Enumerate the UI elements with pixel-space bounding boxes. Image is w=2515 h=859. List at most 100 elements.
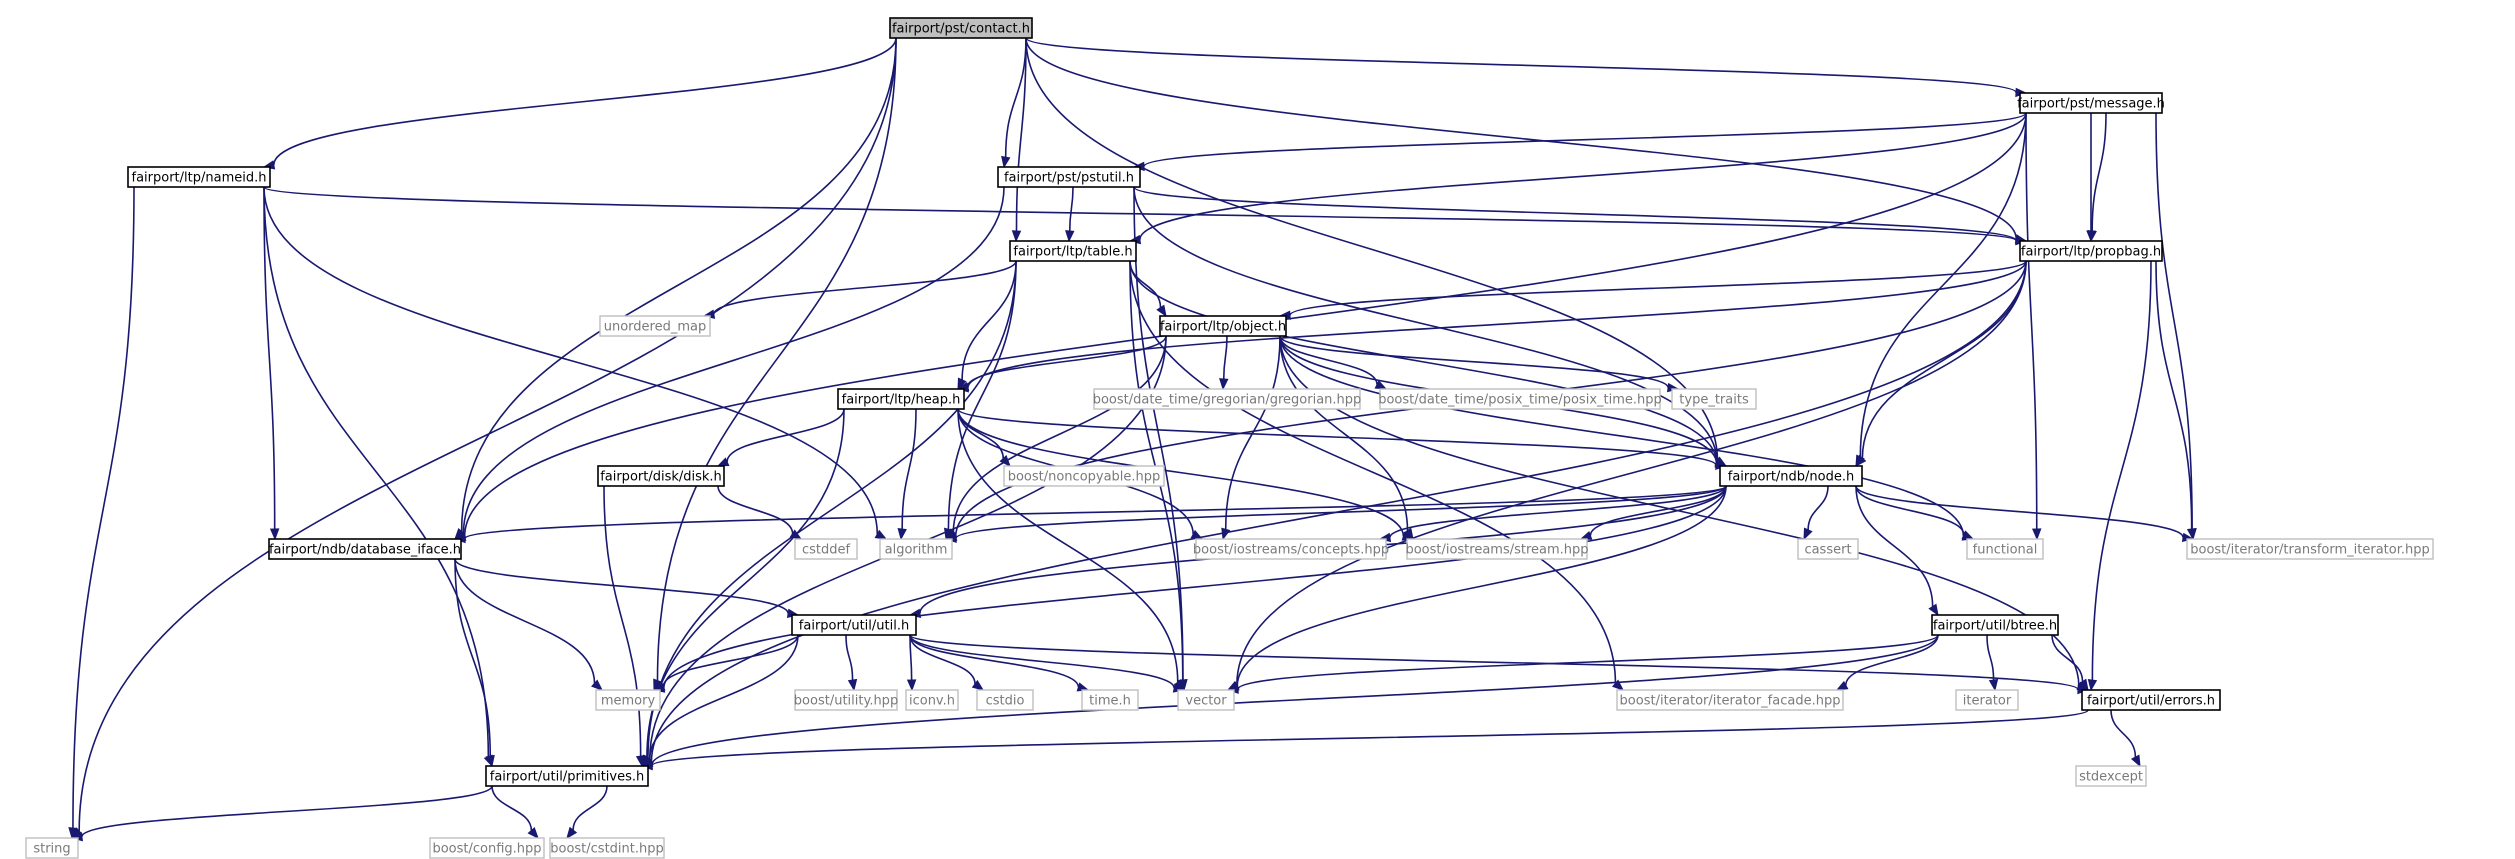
node-box [1406, 538, 1588, 560]
node-memory: memory [595, 689, 661, 711]
edge-arrowhead [874, 529, 888, 540]
edge-arrowhead [591, 679, 604, 691]
node-label: memory [601, 694, 656, 709]
edge-line [1237, 634, 1939, 690]
edge-node-to-transform-iterator [1855, 485, 2195, 543]
edge-line [272, 37, 897, 166]
edge-line [1129, 260, 1617, 684]
edge-btree-to-iterator-facade [1835, 634, 1939, 691]
node-label: fairport/ltp/heap.h [842, 393, 961, 408]
edge-arrowhead [269, 528, 280, 541]
edge-propbag-to-heap [956, 260, 2027, 393]
edge-line [651, 634, 1939, 766]
node-box [127, 166, 271, 188]
node-box [1093, 388, 1361, 410]
edge-line [78, 37, 897, 832]
edge-line [1025, 37, 1719, 461]
edge-line [1236, 260, 2027, 686]
node-label: string [33, 842, 70, 857]
node-primitives[interactable]: fairport/util/primitives.h [485, 765, 649, 787]
edge-nameid-to-propbag [263, 186, 2028, 246]
edge-message-to-propbag [2086, 113, 2096, 243]
edge-line [955, 485, 1727, 540]
edge-line [2091, 260, 2152, 681]
node-propbag[interactable]: fairport/ltp/propbag.h [2019, 240, 2163, 262]
edge-line [1133, 186, 2017, 242]
node-posix-time: boost/date_time/posix_time/posix_time.hp… [1378, 388, 1662, 410]
node-box [1081, 689, 1139, 711]
node-box [268, 538, 462, 560]
edge-line [957, 408, 1179, 683]
edge-node-to-algorithm [944, 485, 1727, 544]
edge-arrowhead [906, 679, 917, 692]
node-label: boost/noncopyable.hpp [1008, 470, 1161, 485]
edge-util-to-memory [652, 634, 799, 691]
edge-nameid-to-string [68, 186, 135, 840]
edge-line [1068, 186, 1074, 232]
node-disk[interactable]: fairport/disk/disk.h [597, 465, 725, 487]
node-database-iface[interactable]: fairport/ndb/database_iface.h [268, 538, 462, 560]
node-object[interactable]: fairport/ltp/object.h [1159, 315, 1287, 337]
node-btree[interactable]: fairport/util/btree.h [1931, 614, 2059, 636]
edge-arrowhead [2186, 527, 2197, 541]
edge-contact-to-message [1025, 37, 2028, 98]
edge-line [901, 408, 917, 530]
edge-line [1133, 186, 1184, 681]
edge-line [572, 785, 608, 831]
edge-heap-to-stream [957, 408, 1415, 541]
edge-database-iface-to-primitives [454, 558, 495, 768]
edge-line [1025, 37, 2017, 240]
node-algorithm: algorithm [879, 538, 953, 560]
edge-message-to-table [1128, 112, 2027, 245]
node-concepts: boost/iostreams/concepts.hpp [1193, 538, 1389, 560]
edge-line [1224, 335, 1281, 530]
edge-propbag-to-transform-iterator [2155, 260, 2197, 541]
edge-arrowhead [1065, 230, 1075, 243]
node-pstutil[interactable]: fairport/pst/pstutil.h [997, 166, 1141, 188]
edge-line [717, 485, 794, 534]
node-label: iterator [1963, 694, 2012, 709]
node-label: fairport/util/util.h [799, 619, 909, 634]
node-errors[interactable]: fairport/util/errors.h [2081, 689, 2221, 711]
node-box [1003, 465, 1165, 487]
edge-contact-to-pstutil [1001, 37, 1027, 169]
edge-line [1986, 634, 1995, 681]
node-node[interactable]: fairport/ndb/node.h [1719, 465, 1863, 487]
edge-line [1844, 634, 1939, 686]
node-box [2081, 689, 2221, 711]
node-box [794, 538, 858, 560]
node-box [1616, 689, 1844, 711]
node-heap[interactable]: fairport/ltp/heap.h [837, 388, 965, 410]
edge-arrowhead [971, 679, 985, 691]
node-iconv: iconv.h [905, 689, 959, 711]
node-label: boost/iterator/iterator_facade.hpp [1620, 694, 1841, 709]
node-label: cassert [1804, 543, 1851, 558]
edge-database-iface-to-memory [454, 558, 604, 691]
edge-line [263, 186, 879, 535]
node-nameid[interactable]: fairport/ltp/nameid.h [127, 166, 271, 188]
edge-arrowhead [68, 827, 78, 840]
edge-line [454, 558, 492, 757]
node-table[interactable]: fairport/ltp/table.h [1009, 240, 1137, 262]
edge-propbag-to-errors [2087, 260, 2152, 692]
node-iterator-facade: boost/iterator/iterator_facade.hpp [1616, 689, 1844, 711]
edge-line [1807, 485, 1829, 530]
edge-arrowhead [2087, 678, 2098, 692]
node-unordered-map: unordered_map [599, 315, 711, 337]
edge-util-to-iconv [906, 634, 917, 692]
node-box [485, 765, 649, 787]
node-label: time.h [1089, 694, 1131, 709]
node-stream: boost/iostreams/stream.hpp [1405, 538, 1589, 560]
node-util[interactable]: fairport/util/util.h [791, 614, 917, 636]
edge-arrowhead [1011, 230, 1022, 243]
edge-line [2155, 112, 2193, 530]
node-time: time.h [1081, 689, 1139, 711]
node-contact[interactable]: fairport/pst/contact.h [889, 17, 1033, 39]
edge-primitives-to-string [70, 785, 493, 842]
node-box [1797, 538, 1859, 560]
node-box [1195, 538, 1387, 560]
node-message[interactable]: fairport/pst/message.h [2017, 92, 2165, 114]
edge-line [454, 558, 596, 684]
edge-arrowhead [847, 678, 858, 692]
node-label: fairport/pst/pstutil.h [1004, 171, 1134, 186]
